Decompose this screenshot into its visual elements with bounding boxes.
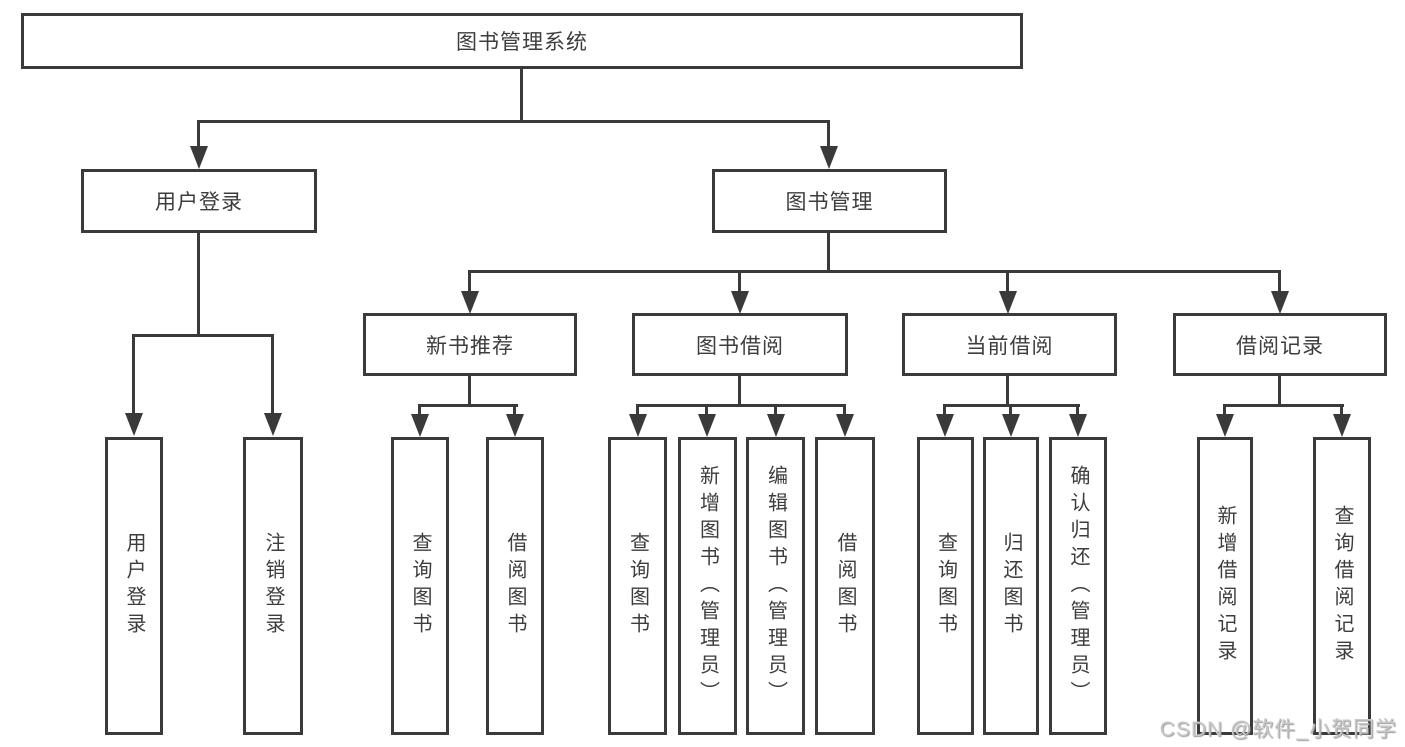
arrowhead-down-icon bbox=[190, 146, 208, 169]
node-label: 图书借阅 bbox=[696, 334, 784, 358]
node-book-borrowing: 图书借阅 bbox=[632, 313, 848, 376]
node-label: 用户登录 bbox=[155, 191, 243, 214]
leaf-label: 用户登录 bbox=[123, 532, 145, 640]
leaf-label: 查询图书 bbox=[934, 532, 957, 640]
connector-line bbox=[1076, 404, 1079, 416]
arrowhead-down-icon bbox=[1002, 414, 1020, 437]
leaf-logout: 注销登录 bbox=[243, 437, 303, 735]
leaf-user-login: 用户登录 bbox=[105, 437, 163, 735]
leaf-query-books-current: 查询图书 bbox=[917, 437, 974, 735]
connector-line bbox=[738, 270, 741, 293]
leaf-add-book-admin: 新增图书（管理员） bbox=[678, 437, 737, 735]
connector-line bbox=[827, 232, 830, 273]
leaf-label: 查询图书 bbox=[409, 532, 431, 640]
connector-line bbox=[520, 68, 523, 123]
connector-line bbox=[843, 404, 846, 416]
leaf-label: 借阅图书 bbox=[504, 532, 526, 640]
leaf-query-books-borrowing: 查询图书 bbox=[608, 437, 667, 735]
node-label: 新书推荐 bbox=[426, 334, 514, 358]
connector-line bbox=[197, 120, 830, 123]
leaf-label: 新增借阅记录 bbox=[1214, 505, 1236, 667]
node-label: 图书管理系统 bbox=[456, 31, 588, 54]
node-label: 当前借阅 bbox=[965, 334, 1054, 358]
connector-line bbox=[1278, 270, 1281, 293]
leaf-query-books-recommend: 查询图书 bbox=[391, 437, 449, 735]
connector-line bbox=[468, 270, 1281, 273]
node-current-borrowing: 当前借阅 bbox=[902, 313, 1117, 376]
arrowhead-down-icon bbox=[731, 291, 749, 314]
leaf-label: 新增图书（管理员） bbox=[696, 464, 719, 708]
connector-line bbox=[1278, 374, 1281, 407]
connector-line bbox=[132, 334, 274, 337]
connector-line bbox=[738, 374, 741, 407]
node-book-management-system: 图书管理系统 bbox=[21, 13, 1023, 69]
leaf-label: 查询图书 bbox=[626, 532, 649, 640]
connector-line bbox=[418, 404, 518, 407]
leaf-borrow-books-borrowing: 借阅图书 bbox=[815, 437, 875, 735]
leaf-return-book: 归还图书 bbox=[983, 437, 1039, 735]
connector-line bbox=[943, 404, 946, 416]
arrowhead-down-icon bbox=[767, 414, 785, 437]
arrowhead-down-icon bbox=[629, 414, 647, 437]
connector-line bbox=[468, 270, 471, 293]
node-borrowing-records: 借阅记录 bbox=[1173, 313, 1387, 376]
connector-line bbox=[418, 404, 421, 416]
arrowhead-down-icon bbox=[1271, 291, 1289, 314]
connector-line bbox=[705, 404, 708, 416]
leaf-confirm-return-admin: 确认归还（管理员） bbox=[1049, 437, 1107, 735]
arrowhead-down-icon bbox=[820, 146, 838, 169]
node-book-management: 图书管理 bbox=[712, 169, 947, 233]
node-label: 借阅记录 bbox=[1236, 334, 1324, 358]
connector-line bbox=[636, 404, 639, 416]
connector-line bbox=[1006, 374, 1009, 407]
leaf-label: 归还图书 bbox=[1000, 532, 1022, 640]
arrowhead-down-icon bbox=[1216, 414, 1234, 437]
arrowhead-down-icon bbox=[411, 414, 429, 437]
arrowhead-down-icon bbox=[1333, 414, 1351, 437]
leaf-edit-book-admin: 编辑图书（管理员） bbox=[746, 437, 805, 735]
arrowhead-down-icon bbox=[999, 291, 1017, 314]
leaf-label: 注销登录 bbox=[262, 532, 284, 640]
arrowhead-down-icon bbox=[836, 414, 854, 437]
node-label: 图书管理 bbox=[785, 191, 874, 214]
leaf-label: 查询借阅记录 bbox=[1331, 505, 1353, 667]
leaf-query-borrow-record: 查询借阅记录 bbox=[1313, 437, 1371, 735]
connector-line bbox=[197, 232, 200, 336]
leaf-label: 确认归还（管理员） bbox=[1067, 464, 1089, 708]
connector-line bbox=[197, 120, 200, 148]
arrowhead-down-icon bbox=[1069, 414, 1087, 437]
connector-line bbox=[1340, 404, 1343, 416]
arrowhead-down-icon bbox=[698, 414, 716, 437]
node-user-login: 用户登录 bbox=[81, 169, 317, 233]
leaf-label: 借阅图书 bbox=[834, 532, 856, 640]
connector-line bbox=[271, 334, 274, 415]
connector-line bbox=[1223, 404, 1344, 407]
arrowhead-down-icon bbox=[506, 414, 524, 437]
arrowhead-down-icon bbox=[936, 414, 954, 437]
leaf-add-borrow-record: 新增借阅记录 bbox=[1197, 437, 1253, 735]
connector-line bbox=[513, 404, 516, 416]
connector-line bbox=[774, 404, 777, 416]
node-new-book-recommend: 新书推荐 bbox=[363, 313, 577, 376]
leaf-borrow-books-recommend: 借阅图书 bbox=[486, 437, 544, 735]
connector-line bbox=[827, 120, 830, 148]
connector-line bbox=[468, 374, 471, 407]
watermark: CSDN @软件_小贺同学 bbox=[1159, 718, 1397, 741]
connector-line bbox=[1009, 404, 1012, 416]
connector-line bbox=[1223, 404, 1226, 416]
arrowhead-down-icon bbox=[461, 291, 479, 314]
connector-line bbox=[636, 404, 846, 407]
arrowhead-down-icon bbox=[264, 413, 282, 436]
connector-line bbox=[132, 334, 135, 415]
connector-line bbox=[1006, 270, 1009, 293]
arrowhead-down-icon bbox=[125, 413, 143, 436]
leaf-label: 编辑图书（管理员） bbox=[764, 464, 787, 708]
